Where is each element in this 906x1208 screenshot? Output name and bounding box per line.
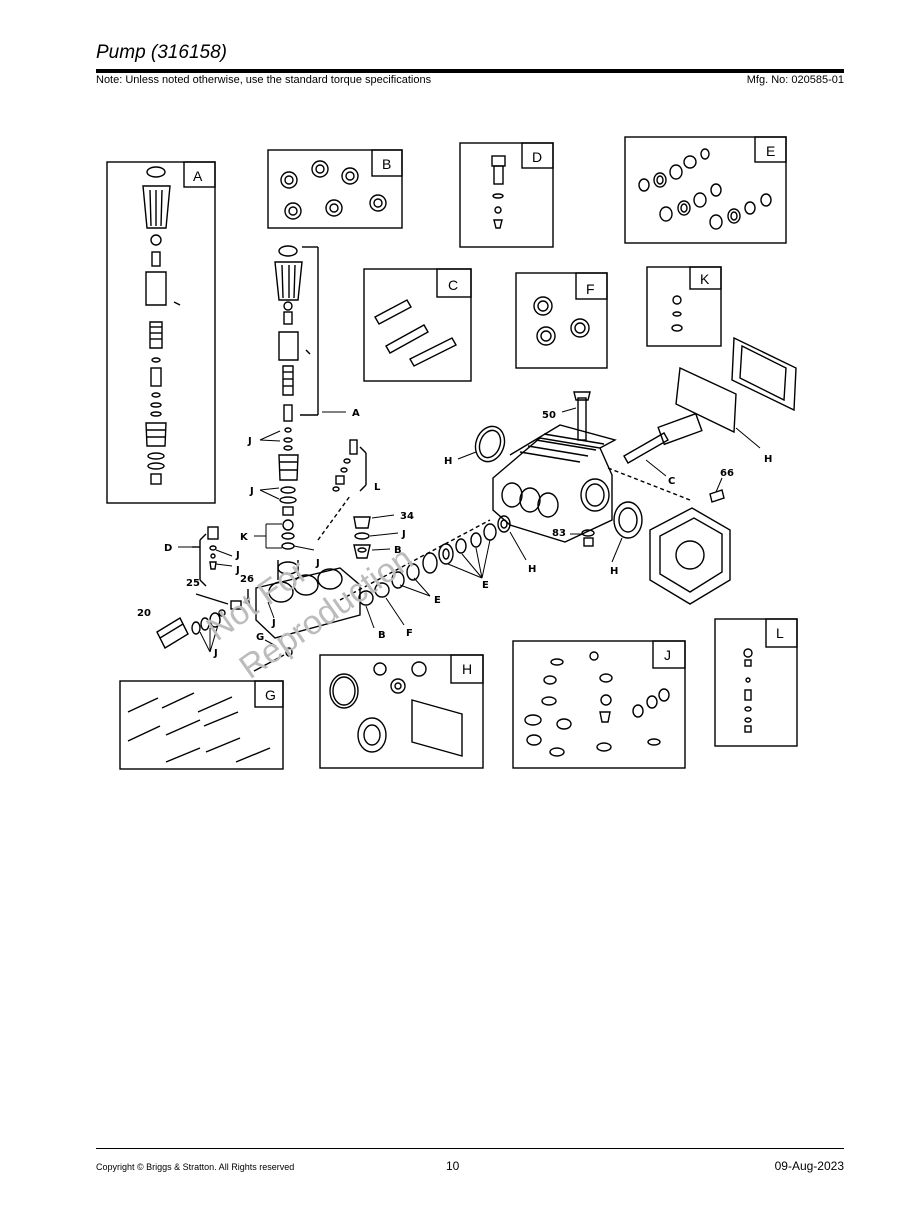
crankshaft [607, 432, 691, 501]
svg-text:D: D [532, 149, 542, 165]
svg-text:H: H [528, 564, 536, 575]
svg-text:H: H [610, 566, 618, 577]
svg-text:26: 26 [240, 574, 254, 585]
leader-lines [178, 407, 761, 653]
footer-date: 09-Aug-2023 [774, 1159, 844, 1173]
mfg-number: Mfg. No: 020585-01 [746, 74, 844, 86]
flange [649, 489, 731, 605]
header-rule [96, 69, 844, 73]
torque-note: Note: Unless noted otherwise, use the st… [96, 74, 432, 86]
box-letters: A B C D E F G H J K L [193, 143, 784, 703]
valve-stack [353, 516, 390, 606]
svg-text:J: J [401, 529, 406, 540]
kit-box-d [459, 142, 554, 248]
svg-text:J: J [247, 436, 252, 447]
svg-text:66: 66 [720, 468, 734, 479]
kit-box-g [119, 680, 284, 770]
svg-text:L: L [374, 482, 381, 493]
page-number: 10 [446, 1159, 460, 1173]
svg-text:25: 25 [186, 578, 200, 589]
svg-text:50: 50 [542, 410, 556, 421]
svg-text:B: B [378, 630, 386, 641]
svg-text:E: E [766, 143, 775, 159]
svg-text:E: E [482, 580, 489, 591]
svg-text:H: H [444, 456, 452, 467]
inlet-parts [156, 526, 252, 649]
svg-text:K: K [700, 271, 710, 287]
page-title: Pump (316158) [96, 42, 227, 63]
svg-text:A: A [352, 408, 360, 419]
kit-box-f [515, 272, 608, 369]
svg-text:H: H [462, 661, 472, 677]
kit-box-b [267, 149, 403, 229]
kit-box-l [714, 618, 798, 747]
svg-text:G: G [265, 687, 276, 703]
crankcase-cover [657, 336, 797, 446]
svg-text:J: J [235, 550, 240, 561]
svg-text:J: J [315, 558, 320, 569]
svg-text:B: B [382, 156, 391, 172]
svg-text:C: C [448, 277, 458, 293]
svg-text:F: F [586, 281, 595, 297]
svg-text:E: E [434, 595, 441, 606]
svg-text:G: G [256, 632, 264, 643]
unloader-assembly [274, 245, 319, 550]
svg-text:J: J [664, 647, 671, 663]
svg-text:J: J [249, 486, 254, 497]
svg-text:83: 83 [552, 528, 566, 539]
manifold [255, 560, 361, 639]
svg-text:F: F [406, 628, 413, 639]
manifold-bolts [253, 647, 293, 672]
callout-labels: A J J L K J D J J 25 26 J 20 J G 34 J B … [137, 408, 772, 659]
kit-box-h [319, 654, 484, 769]
svg-text:H: H [764, 454, 772, 465]
svg-text:34: 34 [400, 511, 414, 522]
kit-box-c [363, 268, 472, 382]
svg-text:B: B [394, 545, 402, 556]
kit-box-e [624, 136, 787, 244]
injector-parts [317, 439, 367, 541]
svg-text:L: L [776, 625, 784, 641]
svg-text:J: J [213, 648, 218, 659]
svg-text:K: K [240, 532, 249, 543]
svg-text:A: A [193, 168, 203, 184]
crankcase [474, 391, 643, 547]
seal-stack [339, 515, 511, 601]
kit-box-j [512, 640, 686, 769]
svg-text:C: C [668, 476, 675, 487]
kit-box-k [646, 266, 722, 347]
kit-box-a [106, 161, 216, 504]
copyright: Copyright © Briggs & Stratton. All Right… [96, 1162, 295, 1172]
svg-text:20: 20 [137, 608, 151, 619]
svg-text:J: J [271, 618, 276, 629]
footer-rule [96, 1148, 844, 1149]
svg-text:D: D [164, 543, 172, 554]
svg-text:J: J [235, 565, 240, 576]
